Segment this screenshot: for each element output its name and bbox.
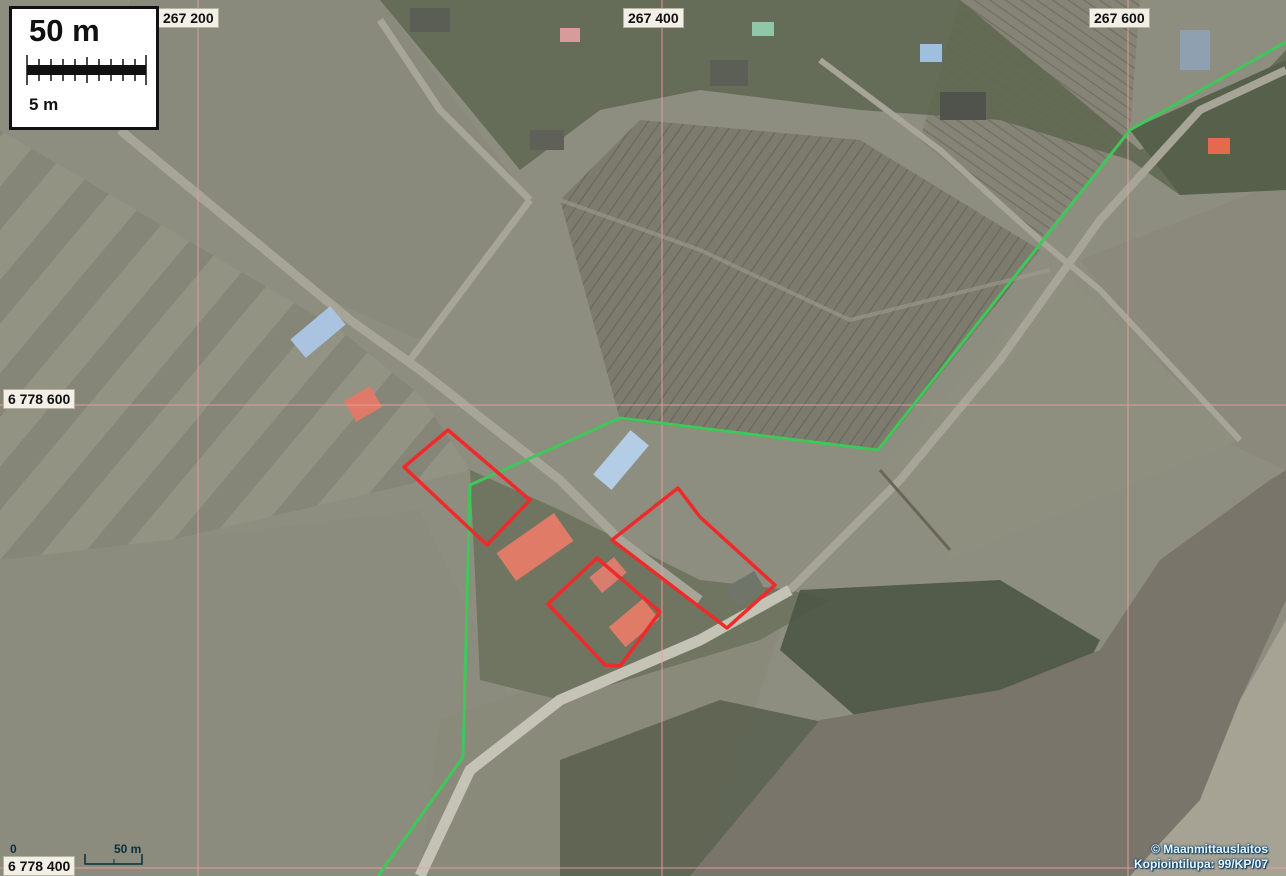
route-line [376,40,1286,876]
corner-scale-zero: 0 [10,842,17,856]
scale-bar-icon [26,55,147,85]
parcel-outline-3[interactable] [610,486,777,630]
grid-label-x-267200: 267 200 [158,8,219,28]
copyright-notice: © Maanmittauslaitos Kopiointilupa: 99/KP… [1134,842,1268,872]
grid-label-x-267600: 267 600 [1089,8,1150,28]
grid-label-x-267400: 267 400 [623,8,684,28]
scale-large-label: 50 m [29,13,100,48]
grid-label-y-6778600: 6 778 600 [3,389,76,409]
parcel-outline-1[interactable] [402,428,532,547]
grid-label-y-6778400: 6 778 400 [3,856,76,876]
corner-scale-fifty: 50 m [114,842,142,856]
parcel-outline-2[interactable] [546,556,662,668]
scale-indicator: 50 m 5 m [9,6,159,130]
scale-small-label: 5 m [29,95,59,114]
corner-scale-bar-icon [84,854,143,865]
copyright-line-1: © Maanmittauslaitos [1151,842,1268,856]
copyright-line-2: Kopiointilupa: 99/KP/07 [1133,857,1268,871]
